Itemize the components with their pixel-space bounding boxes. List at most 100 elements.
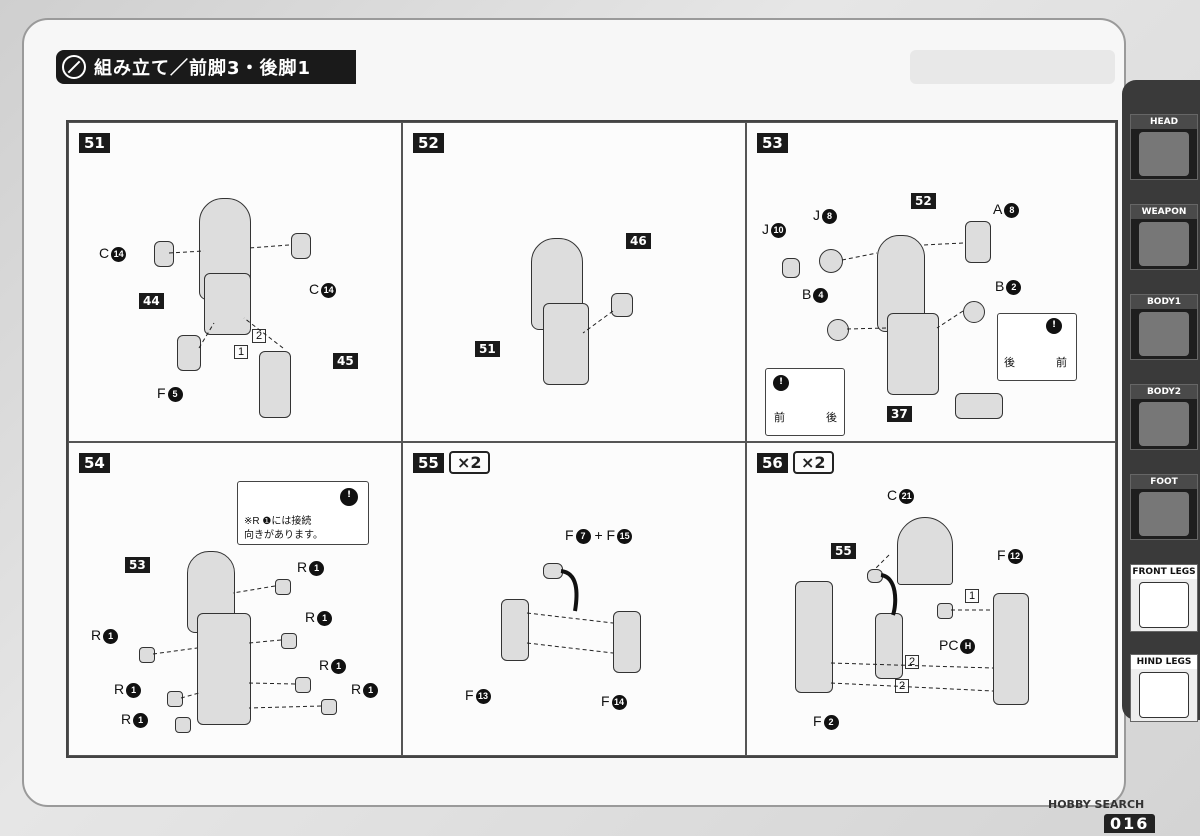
order-2: 2 <box>905 655 920 669</box>
part-f5 <box>177 335 201 371</box>
note-front: 前 <box>774 412 785 424</box>
step-number: 55 <box>413 453 444 473</box>
orientation-note-left: ! 前 後 <box>765 368 845 436</box>
label-part-44: 44 <box>139 293 164 309</box>
step-panel-52: 52 46 51 <box>402 122 746 442</box>
label-part-55: 55 <box>831 543 856 559</box>
tab-hind-legs[interactable]: HIND LEGS <box>1130 654 1198 722</box>
label-part-52: 52 <box>911 193 936 209</box>
part-f12 <box>993 593 1029 705</box>
part-r1 <box>175 717 191 733</box>
part-37 <box>955 393 1003 419</box>
warning-icon: ! <box>773 375 789 391</box>
step-number: 56 <box>757 453 788 473</box>
connection-note: ※R ❶には接続 向きがあります。 ! <box>237 481 369 545</box>
page-footer: HOBBY SEARCH 016 <box>1048 796 1200 836</box>
part-r1 <box>139 647 155 663</box>
quantity-multiplier: ×2 <box>449 451 490 474</box>
part-f14 <box>613 611 641 673</box>
wrench-icon <box>62 55 86 79</box>
note-back: 後 <box>826 412 837 424</box>
part-b4 <box>827 319 849 341</box>
section-title-bar: 組み立て／前脚3・後脚1 <box>56 50 356 84</box>
weapon-icon <box>1139 222 1189 266</box>
tab-front-legs[interactable]: FRONT LEGS <box>1130 564 1198 632</box>
part-r1 <box>281 633 297 649</box>
part-c14-right <box>291 233 311 259</box>
label-part-53: 53 <box>125 557 150 573</box>
part-r1 <box>295 677 311 693</box>
label-part-37: 37 <box>887 406 912 422</box>
assembly-guides <box>582 310 614 334</box>
page-title: 組み立て／前脚3・後脚1 <box>94 58 312 79</box>
page-number: 016 <box>1104 814 1156 833</box>
label-part-51: 51 <box>475 341 500 357</box>
step-number: 53 <box>757 133 788 153</box>
note-back: 後 <box>1004 357 1015 369</box>
part-45 <box>259 351 291 418</box>
tab-weapon[interactable]: WEAPON <box>1130 204 1198 270</box>
assembly-guides <box>526 569 614 654</box>
part-a8 <box>965 221 991 263</box>
body2-icon <box>1139 402 1189 446</box>
foot-icon <box>1139 492 1189 536</box>
note-front: 前 <box>1056 357 1067 369</box>
part-r1 <box>321 699 337 715</box>
part-46 <box>611 293 633 317</box>
bleed-through-title <box>910 50 1115 84</box>
tab-foot[interactable]: FOOT <box>1130 474 1198 540</box>
front-legs-icon <box>1139 582 1189 628</box>
assembly-guides <box>168 244 290 349</box>
body1-icon <box>1139 312 1189 356</box>
brand-logo: HOBBY SEARCH <box>1048 798 1145 811</box>
step-number: 51 <box>79 133 110 153</box>
leg-lower-part <box>543 303 589 385</box>
tab-body2[interactable]: BODY2 <box>1130 384 1198 450</box>
label-part-45: 45 <box>333 353 358 369</box>
part-j10 <box>782 258 800 278</box>
step-number: 52 <box>413 133 444 153</box>
part-j8 <box>819 249 843 273</box>
part-r1 <box>275 579 291 595</box>
part-f2 <box>795 581 833 693</box>
assembly-guides <box>841 242 964 330</box>
leg-lower-part <box>887 313 939 395</box>
order-1: 1 <box>234 345 249 359</box>
leg-lower-part <box>197 613 251 725</box>
part-c21 <box>897 517 953 585</box>
warning-icon: ! <box>1046 318 1062 334</box>
part-r1 <box>167 691 183 707</box>
tab-head[interactable]: HEAD <box>1130 114 1198 180</box>
part-f13 <box>501 599 529 661</box>
assembly-guides <box>152 585 322 709</box>
tab-body1[interactable]: BODY1 <box>1130 294 1198 360</box>
leg-joint-part <box>204 273 251 335</box>
quantity-multiplier: ×2 <box>793 451 834 474</box>
part-f14-assembly <box>875 613 903 679</box>
